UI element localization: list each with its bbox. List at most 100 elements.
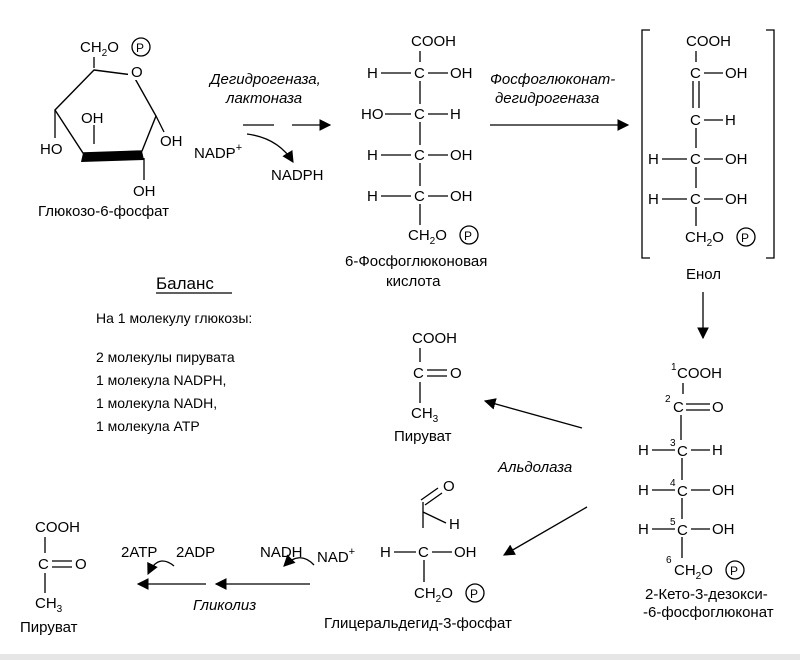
- svg-text:C: C: [690, 65, 701, 82]
- enzyme-dehydrogenase-line2: лактоназа: [225, 90, 302, 107]
- svg-text:O: O: [450, 365, 462, 382]
- svg-text:OH: OH: [725, 65, 748, 82]
- svg-text:P: P: [470, 587, 478, 601]
- svg-text:OH: OH: [450, 65, 473, 82]
- svg-text:6: 6: [666, 555, 672, 566]
- enzyme-phosphogluconate-line2: дегидрогеназа: [495, 90, 599, 107]
- svg-text:H: H: [638, 482, 649, 499]
- svg-text:C: C: [414, 65, 425, 82]
- svg-text:C: C: [414, 147, 425, 164]
- pg-name-line1: 6-Фосфоглюконовая: [345, 253, 487, 270]
- svg-text:H: H: [725, 112, 736, 129]
- svg-text:HO: HO: [361, 106, 384, 123]
- svg-text:C: C: [418, 544, 429, 561]
- nad-curved-arrow: [283, 554, 315, 567]
- enzyme-phosphogluconate-line1: Фосфоглюконат-: [490, 71, 615, 88]
- svg-text:C: C: [690, 151, 701, 168]
- g6p-oh-c1: OH: [160, 133, 183, 150]
- svg-text:P: P: [730, 564, 738, 578]
- g6p-oh-c3: OH: [81, 110, 104, 127]
- svg-text:O: O: [75, 556, 87, 573]
- svg-text:H: H: [449, 516, 460, 533]
- svg-text:H: H: [712, 442, 723, 459]
- svg-text:C: C: [677, 443, 688, 460]
- svg-text:H: H: [367, 188, 378, 205]
- cofactor-2adp: 2ADP: [176, 544, 215, 561]
- 2-keto-3-deoxy-6-phosphogluconate: 1 COOH 2 C O H 3 C H H 4 C OH H 5 C OH 6…: [638, 362, 774, 621]
- svg-text:CH3: CH3: [411, 405, 439, 425]
- svg-text:1: 1: [671, 362, 677, 373]
- cofactor-nadp-plus: NADP+: [194, 142, 242, 162]
- enzyme-glycolysis: Гликолиз: [193, 597, 256, 614]
- cofactor-2atp: 2ATP: [121, 544, 157, 561]
- svg-text:C: C: [677, 522, 688, 539]
- g6p-ch2o-label: CH2O: [80, 39, 119, 59]
- kdpg-name-line1: 2-Кето-3-дезокси-: [645, 586, 768, 603]
- step1-dehydrogenase: Дегидрогеназа, лактоназа NADP+ NADPH: [194, 71, 332, 184]
- svg-text:H: H: [638, 442, 649, 459]
- svg-text:H: H: [638, 521, 649, 538]
- svg-text:OH: OH: [725, 191, 748, 208]
- bracket-left: [641, 29, 650, 259]
- svg-text:C: C: [413, 365, 424, 382]
- pyruvate-from-aldolase: COOH C O CH3 Пируват: [394, 330, 462, 445]
- step2-phosphogluconate-dehydratase: Фосфоглюконат- дегидрогеназа: [490, 71, 630, 131]
- atp-curved-arrow: [147, 560, 175, 576]
- phosphate-circle-icon: [131, 37, 151, 57]
- svg-text:C: C: [414, 188, 425, 205]
- 6-phosphogluconate: COOH H C OH HO C H H C OH H C OH CH2O P …: [345, 33, 487, 290]
- svg-text:H: H: [648, 151, 659, 168]
- svg-text:COOH: COOH: [35, 519, 80, 536]
- svg-text:3: 3: [670, 438, 676, 449]
- pg-name-line2: кислота: [386, 273, 441, 290]
- svg-text:P: P: [741, 231, 749, 245]
- g6p-oh-c2: OH: [133, 183, 156, 200]
- svg-text:OH: OH: [712, 521, 735, 538]
- glycolysis-step: NADH NAD+ 2ATP 2ADP Гликолиз: [121, 544, 355, 614]
- svg-text:H: H: [648, 191, 659, 208]
- arrow-to-pyruvate: [483, 398, 583, 429]
- ring-bold-edge: [81, 151, 144, 162]
- kdpg-name-line2: -6-фосфоглюконат: [643, 604, 774, 621]
- balance-item: 1 молекула NADH,: [96, 395, 217, 411]
- step3-aldolase: Альдолаза: [483, 398, 588, 556]
- balance-subtitle: На 1 молекулу глюкозы:: [96, 310, 252, 326]
- svg-text:C: C: [690, 191, 701, 208]
- svg-text:OH: OH: [725, 151, 748, 168]
- svg-text:H: H: [367, 147, 378, 164]
- svg-text:OH: OH: [450, 147, 473, 164]
- balance-item: 1 молекула ATP: [96, 418, 200, 434]
- g6p-name: Глюкозо-6-фосфат: [38, 203, 169, 220]
- svg-text:OH: OH: [454, 544, 477, 561]
- svg-text:P: P: [464, 229, 472, 243]
- svg-text:O: O: [712, 399, 724, 416]
- svg-text:C: C: [38, 556, 49, 573]
- enol-intermediate: COOH C OH C H H C OH H C OH CH2O P Енол: [641, 29, 775, 340]
- g6p-phosphate-label: P: [136, 41, 144, 55]
- enol-name: Енол: [686, 266, 721, 283]
- bottom-border-strip: [0, 654, 800, 660]
- svg-text:C: C: [677, 483, 688, 500]
- nadp-curved-arrow: [246, 133, 294, 163]
- svg-text:4: 4: [670, 478, 676, 489]
- g3p-name: Глицеральдегид-3-фосфат: [324, 615, 512, 632]
- pyruvate-mid-name: Пируват: [394, 428, 452, 445]
- g6p-ho-c4: HO: [40, 141, 63, 158]
- glucose-6-phosphate: CH2O P O OH OH OH HO Глюкозо-6-фосфат: [38, 37, 183, 220]
- pyruvate-final: COOH C O CH3 Пируват: [20, 519, 87, 636]
- bracket-right: [766, 29, 775, 259]
- balance-item: 2 молекулы пирувата: [96, 349, 235, 365]
- pyruvate-final-name: Пируват: [20, 619, 78, 636]
- g6p-ring-oxygen: O: [131, 64, 143, 81]
- svg-text:CH3: CH3: [35, 595, 63, 615]
- svg-text:CH2O: CH2O: [674, 562, 713, 582]
- enzyme-aldolase: Альдолаза: [497, 459, 572, 476]
- enzyme-dehydrogenase-line1: Дегидрогеназа,: [208, 71, 321, 88]
- svg-text:H: H: [450, 106, 461, 123]
- enol-ch2o: CH2O: [685, 229, 724, 249]
- cofactor-nad-plus: NAD+: [317, 546, 355, 566]
- svg-text:OH: OH: [450, 188, 473, 205]
- svg-text:O: O: [443, 478, 455, 495]
